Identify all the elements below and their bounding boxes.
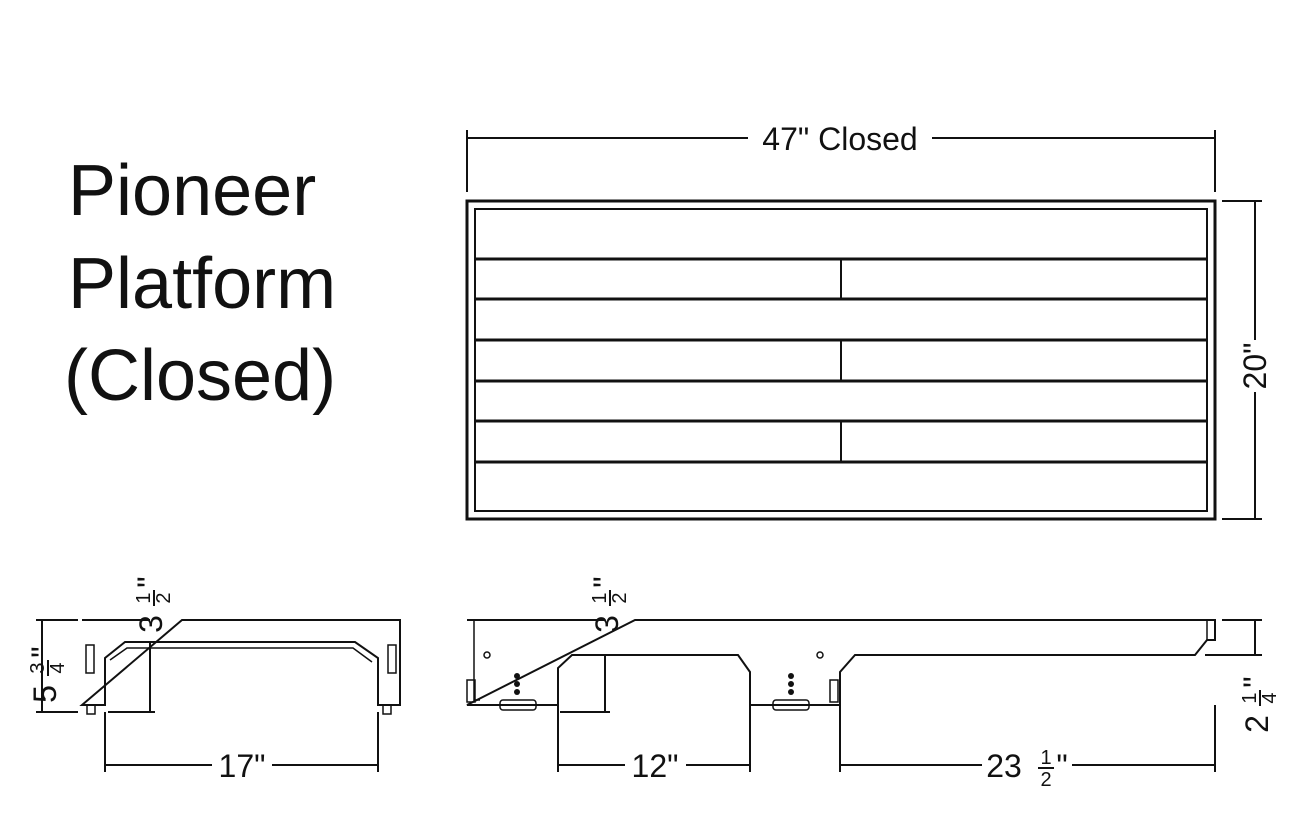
side-slot-right xyxy=(387,644,397,674)
front-inner-den: 2 xyxy=(609,592,631,603)
front-gap-dimension: 12" xyxy=(557,705,751,784)
deck-boards xyxy=(475,257,1207,464)
side-height-num: 3 xyxy=(27,662,49,673)
platform-frame xyxy=(465,199,1217,521)
height-dimension: 20" xyxy=(1222,200,1273,520)
width-label: 47" Closed xyxy=(762,121,917,157)
front-edge-den: 4 xyxy=(1259,692,1281,703)
front-foot-right xyxy=(772,699,810,711)
side-height-inch: " xyxy=(25,646,61,657)
front-mid-slot xyxy=(829,679,839,703)
front-inner-whole: 3 xyxy=(589,615,625,633)
platform-inner-frame xyxy=(474,208,1208,512)
front-hole-left xyxy=(483,651,491,659)
title-line-3: (Closed) xyxy=(64,336,336,416)
front-right-cap xyxy=(1206,619,1216,641)
side-width-dimension: 17" xyxy=(104,712,379,784)
side-foot-left xyxy=(86,704,96,715)
side-view: 5 3 4 " 3 1 2 " 17" xyxy=(25,576,401,784)
front-edge-inch: " xyxy=(1237,676,1273,687)
title-line-2: Platform xyxy=(68,244,336,324)
front-body-outline xyxy=(466,619,1216,706)
front-view: 3 1 2 " 12" 23 1 2 " xyxy=(466,576,1281,791)
side-width-label: 17" xyxy=(219,748,266,784)
front-right-whole: 23 xyxy=(986,748,1022,784)
side-height-den: 4 xyxy=(47,662,69,673)
front-right-inch: " xyxy=(1056,748,1067,784)
front-right-den: 2 xyxy=(1040,769,1051,791)
front-right-dimension: 23 1 2 " xyxy=(839,705,1216,791)
front-hole-right xyxy=(816,651,824,659)
side-inner-whole: 3 xyxy=(133,615,169,633)
front-left-slot xyxy=(466,679,476,703)
side-body-outline xyxy=(79,619,401,706)
front-edge-whole: 2 xyxy=(1239,715,1275,733)
width-dimension: 47" Closed xyxy=(466,121,1216,192)
front-foot-left xyxy=(499,699,537,711)
front-inner-dimension: 3 1 2 " xyxy=(560,576,631,713)
side-height-dimension: 5 3 4 " xyxy=(25,619,78,713)
front-right-num: 1 xyxy=(1040,747,1051,769)
front-bolt-holes-right xyxy=(788,673,794,695)
front-edge-num: 1 xyxy=(1239,692,1261,703)
side-inner-edge xyxy=(109,647,373,663)
side-height-whole: 5 xyxy=(27,685,63,703)
side-inner-dimension: 3 1 2 " xyxy=(108,576,175,713)
front-edge-dimension: 2 1 4 " xyxy=(1205,619,1281,733)
top-view: 47" Closed 20" xyxy=(465,121,1273,521)
side-slot-left xyxy=(85,644,95,674)
front-end-rail xyxy=(473,620,480,701)
side-inner-den: 2 xyxy=(153,592,175,603)
side-inner-num: 1 xyxy=(133,592,155,603)
front-gap-label: 12" xyxy=(632,748,679,784)
title-line-1: Pioneer xyxy=(68,151,316,231)
front-inner-num: 1 xyxy=(589,592,611,603)
side-foot-right xyxy=(382,704,392,715)
front-inner-inch: " xyxy=(587,576,623,587)
height-label: 20" xyxy=(1237,343,1273,390)
front-bolt-holes-left xyxy=(514,673,520,695)
side-inner-inch: " xyxy=(131,576,167,587)
